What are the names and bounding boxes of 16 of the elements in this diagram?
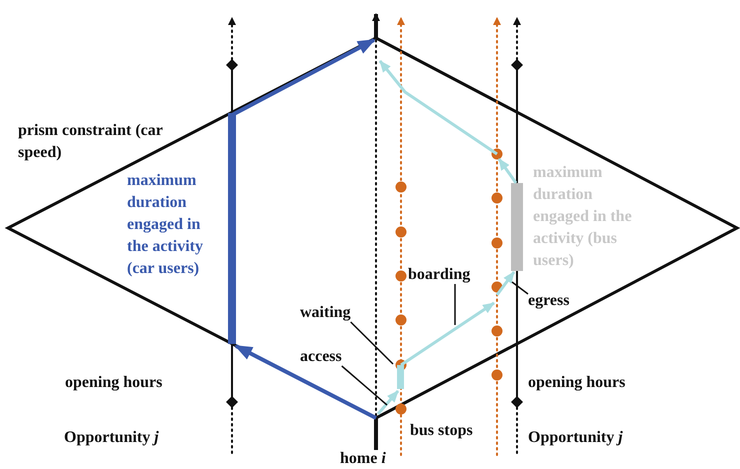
- waiting-label: waiting: [300, 302, 351, 324]
- axis-label: Opportunity j: [528, 428, 623, 448]
- axis-label: opening hours: [528, 373, 626, 393]
- leader-line: [341, 365, 388, 406]
- annotation-text: maximum duration engaged in the activity (car users): [127, 171, 204, 279]
- axis-label: home i: [340, 449, 386, 469]
- axis-label: Opportunity j: [64, 428, 159, 448]
- egress-label: egress: [528, 290, 570, 312]
- leader-line: [454, 284, 456, 325]
- leader-line: [512, 281, 528, 295]
- boarding-label: boarding: [408, 264, 470, 286]
- leader-line: [350, 321, 394, 365]
- axis-label: opening hours: [65, 373, 162, 393]
- axis-label: bus stops: [410, 421, 473, 441]
- axis-label: prism constraint (car speed): [18, 121, 164, 163]
- access-label: access: [300, 346, 342, 368]
